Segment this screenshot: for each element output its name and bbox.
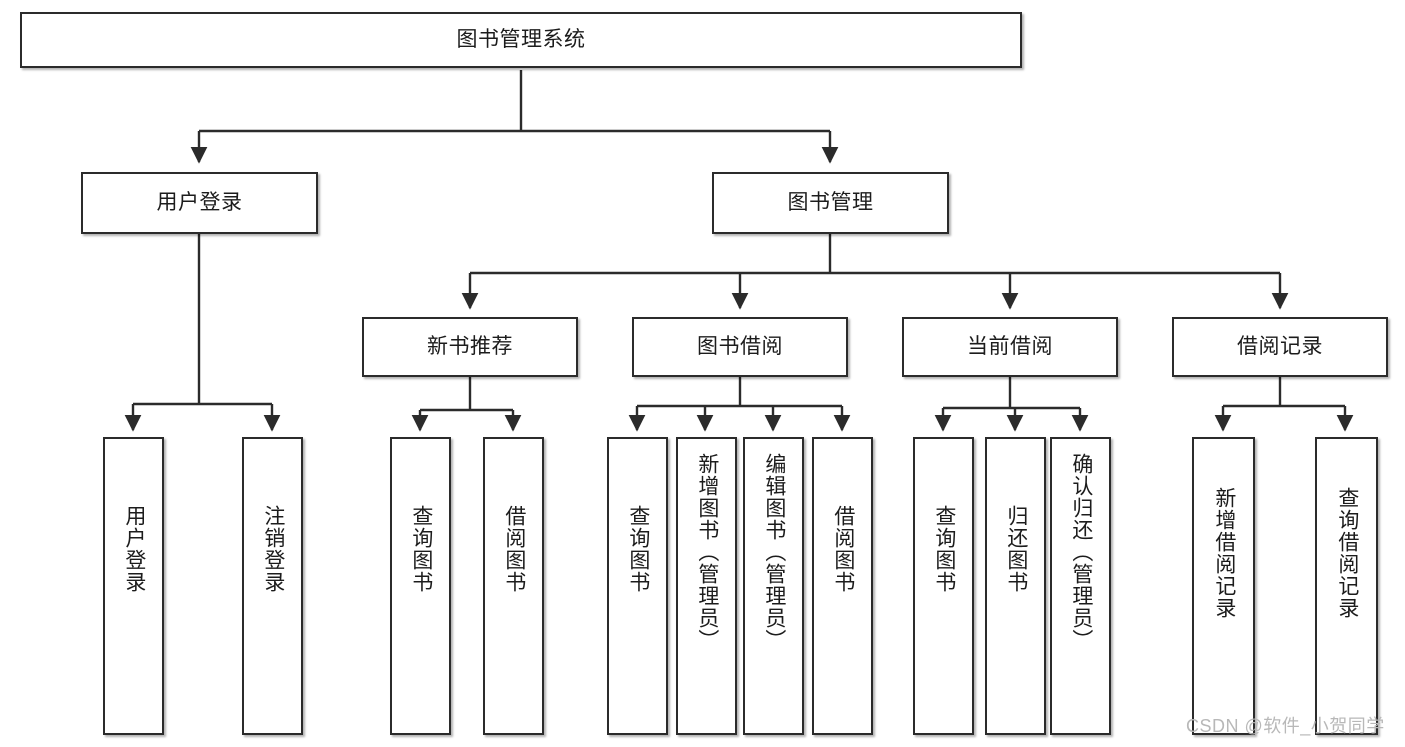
csdn-watermark: CSDN @软件_小贺同学 bbox=[1186, 716, 1385, 736]
node-new-book-recommend-label: 新书推荐 bbox=[427, 334, 513, 358]
node-leaf-query-borrow-record[interactable]: 查询借阅记录 bbox=[1315, 437, 1378, 735]
node-leaf-add-book-admin[interactable]: 新增图书（管理员） bbox=[676, 437, 737, 735]
node-leaf-borrow-book-newbook-label: 借阅图书 bbox=[502, 505, 526, 593]
node-borrow-record[interactable]: 借阅记录 bbox=[1172, 317, 1388, 377]
node-book-management[interactable]: 图书管理 bbox=[712, 172, 949, 234]
node-book-borrow-label: 图书借阅 bbox=[697, 334, 783, 358]
node-user-login[interactable]: 用户登录 bbox=[81, 172, 318, 234]
node-user-login-label: 用户登录 bbox=[156, 190, 243, 214]
node-leaf-user-login[interactable]: 用户登录 bbox=[103, 437, 164, 735]
node-leaf-query-book-current[interactable]: 查询图书 bbox=[913, 437, 974, 735]
node-leaf-query-book-borrow-label: 查询图书 bbox=[626, 505, 650, 593]
node-leaf-add-book-admin-label: 新增图书（管理员） bbox=[695, 453, 719, 651]
node-leaf-query-book-current-label: 查询图书 bbox=[932, 505, 956, 593]
node-leaf-add-borrow-record[interactable]: 新增借阅记录 bbox=[1192, 437, 1255, 735]
node-root[interactable]: 图书管理系统 bbox=[20, 12, 1022, 68]
node-leaf-query-book-newbook[interactable]: 查询图书 bbox=[390, 437, 451, 735]
node-leaf-query-borrow-record-label: 查询借阅记录 bbox=[1335, 487, 1359, 619]
node-book-management-label: 图书管理 bbox=[787, 190, 874, 214]
node-root-label: 图书管理系统 bbox=[456, 27, 586, 51]
node-leaf-confirm-return-admin[interactable]: 确认归还（管理员） bbox=[1050, 437, 1111, 735]
node-current-borrow[interactable]: 当前借阅 bbox=[902, 317, 1118, 377]
node-leaf-edit-book-admin-label: 编辑图书（管理员） bbox=[762, 453, 786, 651]
node-leaf-borrow-book-newbook[interactable]: 借阅图书 bbox=[483, 437, 544, 735]
node-leaf-return-book-label: 归还图书 bbox=[1004, 505, 1028, 593]
node-leaf-return-book[interactable]: 归还图书 bbox=[985, 437, 1046, 735]
node-leaf-add-borrow-record-label: 新增借阅记录 bbox=[1212, 487, 1236, 619]
node-leaf-logout-label: 注销登录 bbox=[261, 505, 285, 593]
node-leaf-user-login-label: 用户登录 bbox=[122, 505, 146, 593]
node-leaf-query-book-borrow[interactable]: 查询图书 bbox=[607, 437, 668, 735]
node-leaf-edit-book-admin[interactable]: 编辑图书（管理员） bbox=[743, 437, 804, 735]
node-new-book-recommend[interactable]: 新书推荐 bbox=[362, 317, 578, 377]
node-leaf-borrow-book-borrow[interactable]: 借阅图书 bbox=[812, 437, 873, 735]
node-leaf-borrow-book-borrow-label: 借阅图书 bbox=[831, 505, 855, 593]
node-book-borrow[interactable]: 图书借阅 bbox=[632, 317, 848, 377]
node-current-borrow-label: 当前借阅 bbox=[967, 334, 1053, 358]
node-leaf-query-book-newbook-label: 查询图书 bbox=[409, 505, 433, 593]
node-leaf-logout[interactable]: 注销登录 bbox=[242, 437, 303, 735]
node-leaf-confirm-return-admin-label: 确认归还（管理员） bbox=[1069, 453, 1093, 651]
node-borrow-record-label: 借阅记录 bbox=[1237, 334, 1323, 358]
